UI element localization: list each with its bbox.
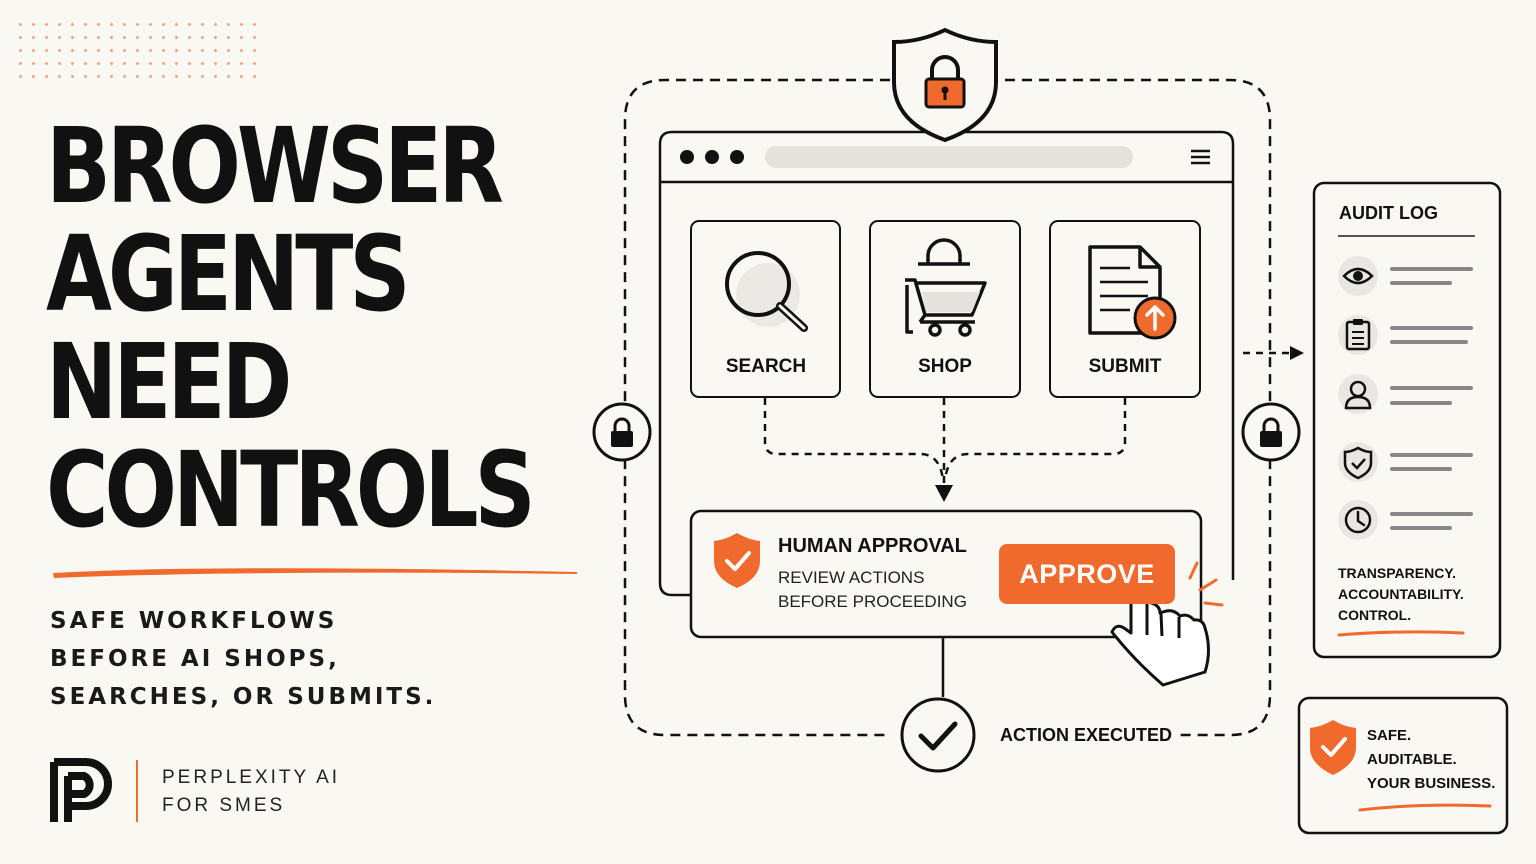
brand-logo: [50, 758, 112, 822]
subtitle-line: BEFORE AI SHOPS,: [50, 646, 340, 672]
brand-line: PERPLEXITY AI: [162, 767, 341, 788]
pointer-hand-icon: [1110, 561, 1224, 687]
eye-icon: [1338, 256, 1378, 296]
safety-badge: [1297, 696, 1509, 835]
shield-check-icon: [1310, 720, 1356, 775]
audit-tag: CONTROL.: [1338, 607, 1412, 623]
audit-tag: TRANSPARENCY.: [1338, 565, 1456, 581]
headline-line: NEED: [46, 321, 292, 443]
window-dot-icon: [730, 150, 744, 164]
audit-underline: [1337, 630, 1465, 637]
approve-button[interactable]: APPROVE: [999, 544, 1175, 604]
submit-card-label: SUBMIT: [1088, 356, 1162, 377]
shield-check-icon: [1338, 442, 1378, 482]
search-icon: [725, 251, 808, 332]
headline-underline: [53, 568, 577, 578]
window-dot-icon: [705, 150, 719, 164]
headline-line: AGENTS: [46, 213, 411, 335]
right-arrow-icon: [1290, 346, 1304, 360]
brand-line: FOR SMES: [162, 795, 286, 816]
audit-log-panel: [1312, 181, 1502, 659]
subtitle-line: SAFE WORKFLOWS: [50, 608, 338, 634]
shopping-cart-icon: [905, 238, 987, 337]
decorative-dot-grid: [14, 18, 264, 78]
shop-card: [869, 220, 1021, 398]
headline: BROWSER AGENTS NEED CONTROLS: [46, 105, 536, 551]
badge-line: YOUR BUSINESS.: [1367, 775, 1496, 792]
left-lock-icon: [592, 402, 652, 462]
down-arrow-icon: [935, 485, 953, 502]
approval-panel: [689, 509, 1203, 639]
action-executed-label: ACTION EXECUTED: [1000, 725, 1173, 745]
badge-line: AUDITABLE.: [1367, 751, 1457, 768]
clock-icon: [1338, 500, 1378, 540]
badge-underline: [1358, 803, 1492, 812]
click-burst-icon: [1188, 561, 1224, 607]
subtitle: SAFE WORKFLOWS BEFORE AI SHOPS, SEARCHES…: [50, 602, 436, 716]
document-upload-icon: [1088, 245, 1177, 340]
shop-card-label: SHOP: [918, 356, 972, 377]
user-icon: [1338, 374, 1378, 414]
audit-log-title: AUDIT LOG: [1339, 203, 1438, 223]
check-circle-icon: [900, 697, 976, 773]
audit-tagline: TRANSPARENCY. ACCOUNTABILITY. CONTROL.: [1338, 563, 1464, 626]
headline-line: BROWSER: [46, 105, 504, 227]
merge-connectors: [763, 398, 1127, 485]
clipboard-icon: [1338, 315, 1378, 355]
security-boundary: [623, 78, 1272, 737]
badge-text: SAFE. AUDITABLE. YOUR BUSINESS.: [1367, 724, 1495, 796]
approval-line: REVIEW ACTIONS: [778, 568, 925, 587]
brand-separator: [136, 760, 138, 822]
approval-line: BEFORE PROCEEDING: [778, 592, 967, 611]
search-card: [690, 220, 841, 398]
approval-title: HUMAN APPROVAL: [778, 535, 967, 557]
address-bar: [765, 146, 1133, 168]
search-card-label: SEARCH: [725, 356, 807, 377]
audit-tag: ACCOUNTABILITY.: [1338, 586, 1464, 602]
subtitle-line: SEARCHES, OR SUBMITS.: [50, 684, 437, 710]
hamburger-menu-icon: [1191, 149, 1210, 165]
brand-name: PERPLEXITY AI FOR SMES: [162, 764, 340, 820]
shield-check-icon: [714, 533, 760, 588]
top-shield-lock-icon: [892, 27, 998, 143]
badge-line: SAFE.: [1367, 727, 1412, 744]
headline-line: CONTROLS: [46, 429, 536, 551]
approval-description: REVIEW ACTIONS BEFORE PROCEEDING: [778, 566, 967, 614]
submit-card: [1049, 220, 1201, 398]
window-dot-icon: [680, 150, 694, 164]
right-lock-icon: [1241, 402, 1301, 462]
